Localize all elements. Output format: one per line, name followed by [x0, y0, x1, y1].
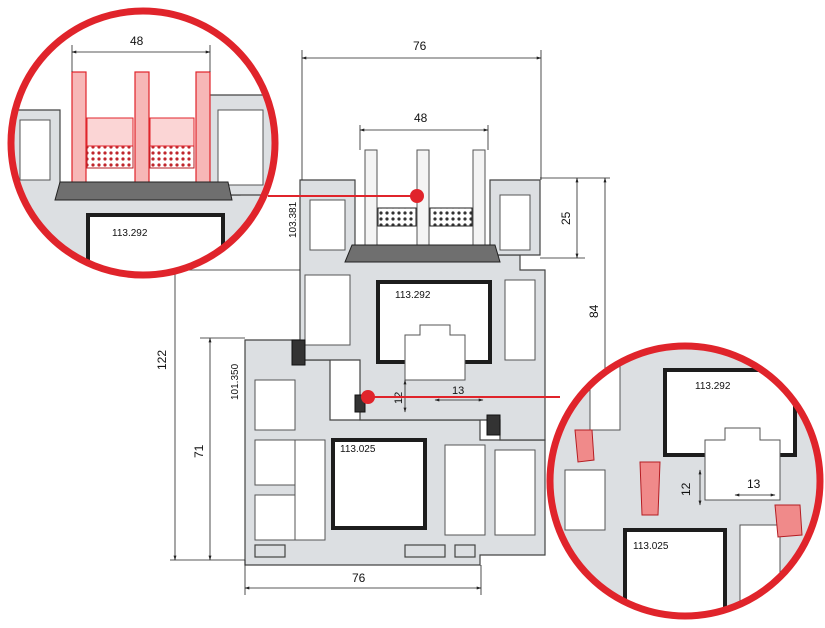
dim-top-width: 76	[413, 39, 427, 53]
frame-chamber	[494, 449, 536, 536]
dimension-lines: 76 48 25 84 122 71 76 12 13	[155, 39, 610, 595]
dim-total-height: 122	[155, 350, 169, 370]
sash-chamber	[304, 274, 351, 346]
frame-foot	[454, 544, 476, 558]
zoom-right-reinforcement-bottom: 113.025	[633, 541, 669, 552]
callout-dot-glazing	[410, 189, 424, 203]
sash-reinforcement-code: 113.292	[395, 290, 431, 301]
dim-rebate-height: 25	[559, 211, 573, 225]
glass-pane	[364, 149, 378, 246]
frame-foot	[404, 544, 446, 558]
gasket	[486, 414, 501, 436]
sash-chamber	[504, 279, 536, 361]
callout-dot-gasket	[361, 390, 375, 404]
main-profile: 113.292 113.025 103.381 101.350	[230, 149, 546, 566]
glass-pane	[472, 149, 486, 246]
zoom-left-glass-width: 48	[130, 34, 144, 48]
dim-frame-height: 71	[192, 444, 206, 458]
glazing-block	[344, 244, 501, 263]
zoom-right-gap-vertical: 12	[679, 482, 693, 496]
dim-bottom-width: 76	[352, 571, 366, 585]
frame-reinforcement-code: 113.025	[340, 444, 376, 455]
frame-foot	[254, 544, 286, 558]
hardware-channel	[404, 324, 466, 381]
dim-sash-height: 84	[587, 304, 601, 318]
sash-profile-code: 103.381	[288, 201, 299, 238]
zoom-circle-gasket: 113.292 113.025 12 13	[546, 342, 824, 620]
dim-glass-width: 48	[414, 111, 428, 125]
frame-chamber	[254, 494, 296, 541]
callouts	[268, 189, 560, 404]
frame-reinforcement	[331, 438, 427, 530]
zoom-right-reinforcement-top: 113.292	[695, 381, 731, 392]
sash-chamber	[309, 199, 346, 251]
spacer-desiccant	[377, 207, 417, 227]
frame-chamber	[254, 379, 296, 431]
spacer-desiccant	[429, 207, 473, 227]
zoom-right-gap-horizontal: 13	[747, 477, 761, 491]
frame-chamber	[254, 439, 296, 486]
zoom-circle-border	[546, 342, 824, 620]
gasket	[291, 339, 306, 366]
dim-gap-horizontal: 13	[452, 385, 464, 397]
bead-chamber	[499, 194, 531, 251]
zoom-circle-glazing: 113.292 48	[7, 7, 279, 279]
zoom-circle-border	[7, 7, 279, 279]
zoom-left-reinforcement: 113.292	[112, 228, 148, 239]
frame-profile-code: 101.350	[230, 363, 241, 400]
frame-chamber	[444, 444, 486, 536]
frame-chamber	[294, 439, 326, 541]
